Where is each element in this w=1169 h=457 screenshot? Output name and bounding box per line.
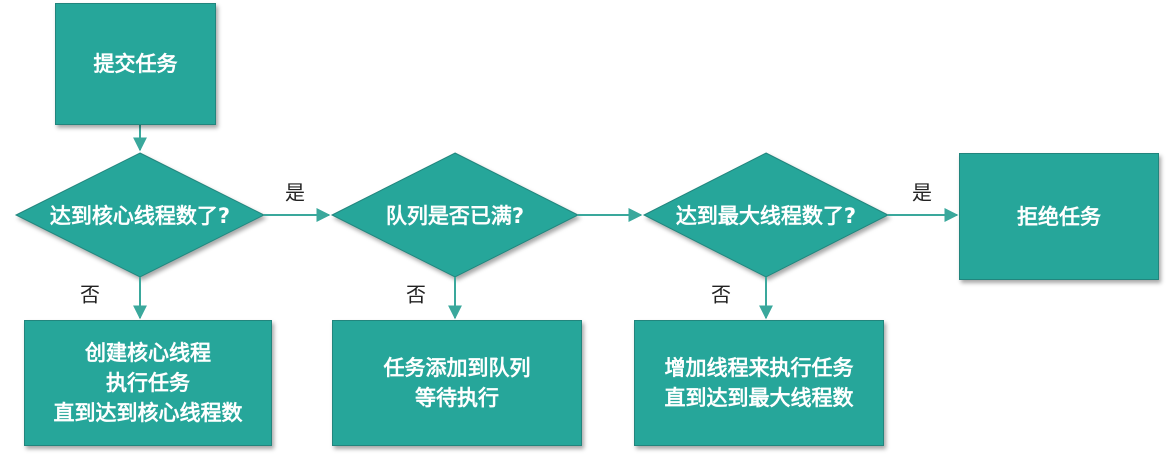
edge-label-max-no: 否: [711, 282, 731, 307]
node-add-thread: 增加线程来执行任务 直到达到最大线程数: [634, 320, 884, 446]
node-addqueue-line-1: 任务添加到队列: [383, 356, 531, 380]
edge-label-queue-no: 否: [406, 282, 426, 307]
node-add-to-queue: 任务添加到队列 等待执行: [332, 320, 582, 446]
node-addthread-line-1: 增加线程来执行任务: [664, 356, 854, 380]
node-submit-label: 提交任务: [93, 52, 178, 76]
node-reject-label: 拒绝任务: [1017, 204, 1101, 229]
decision-max-label: 达到最大线程数了?: [675, 204, 857, 228]
node-reject-task: 拒绝任务: [959, 153, 1159, 280]
node-submit-task: 提交任务: [55, 3, 216, 125]
node-addqueue-line-2: 等待执行: [415, 386, 499, 410]
node-addthread-line-2: 直到达到最大线程数: [664, 386, 854, 410]
edge-label-core-no: 否: [80, 282, 100, 307]
decision-core-label: 达到核心线程数了?: [49, 204, 231, 228]
node-create-line-2: 执行任务: [106, 371, 190, 395]
edge-label-core-yes: 是: [285, 180, 305, 205]
edge-label-max-yes: 是: [912, 180, 932, 205]
decision-queue-label: 队列是否已满?: [385, 204, 525, 228]
node-create-line-1: 创建核心线程: [85, 341, 211, 365]
node-create-line-3: 直到达到核心线程数: [53, 401, 243, 425]
node-create-core-thread: 创建核心线程 执行任务 直到达到核心线程数: [24, 320, 272, 446]
